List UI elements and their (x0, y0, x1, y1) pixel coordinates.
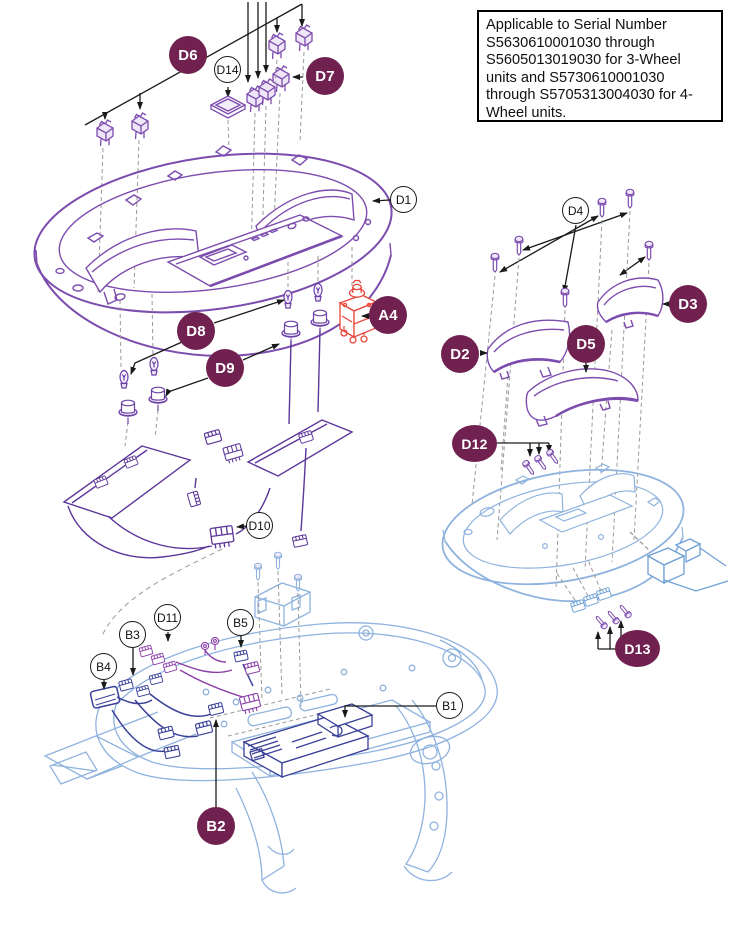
callout-b1: B1 (436, 692, 463, 719)
rear-shroud-main (33, 145, 393, 358)
lower-shroud (441, 463, 685, 602)
d13-connector-strip (569, 586, 613, 614)
d10-routing-dash (101, 548, 223, 637)
leader-lines-d12 (497, 442, 552, 457)
main-frame (43, 622, 498, 894)
harness-d11 (138, 636, 263, 716)
callout-b5: B5 (227, 609, 254, 636)
fuse-cluster (96, 24, 313, 147)
callout-a4: A4 (369, 296, 407, 334)
harness-b (89, 649, 254, 760)
rear-panel-d3 (596, 277, 664, 329)
callout-d5: D5 (567, 325, 605, 363)
guide-dashes-mid (119, 247, 353, 447)
guide-dashes-d13 (555, 559, 602, 601)
callout-d6: D6 (169, 36, 207, 74)
rear-panel-d5 (525, 368, 639, 427)
callout-d2: D2 (441, 335, 479, 373)
controller-module (242, 703, 374, 779)
callout-d9: D9 (206, 349, 244, 387)
guide-dashes-top (97, 51, 305, 294)
callout-b4: B4 (90, 653, 117, 680)
serial-number-note: Applicable to Serial Number S56306100010… (477, 10, 723, 122)
callout-d12: D12 (452, 425, 497, 462)
callout-d8: D8 (177, 312, 215, 350)
lower-shroud-connectors (629, 531, 729, 592)
leader-lines-main (101, 197, 670, 807)
lamp-harness (62, 329, 354, 559)
d12-screws (521, 447, 561, 477)
leader-lines-d4 (499, 212, 646, 293)
callout-d4: D4 (562, 197, 589, 224)
callout-d14: D14 (214, 56, 241, 83)
callout-d1: D1 (390, 186, 417, 213)
callout-b2: B2 (197, 807, 235, 845)
callout-d7: D7 (306, 57, 344, 95)
serial-number-note-text: Applicable to Serial Number S56306100010… (486, 17, 693, 121)
electronics-cover (254, 582, 311, 627)
callout-d13: D13 (615, 630, 660, 667)
d13-screws (593, 603, 633, 631)
callout-b3: B3 (119, 621, 146, 648)
rear-panel-d2 (486, 319, 571, 380)
callout-d10: D10 (246, 512, 273, 539)
callout-d11: D11 (154, 604, 181, 631)
callout-d3: D3 (669, 285, 707, 323)
fuse-cover-cap (209, 95, 247, 119)
